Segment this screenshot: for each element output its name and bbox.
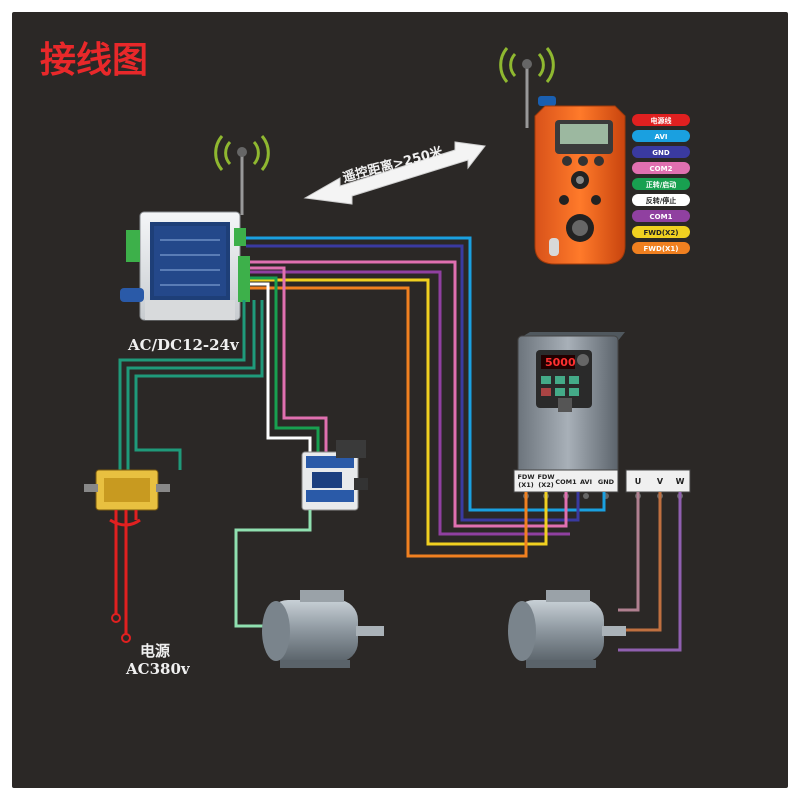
- transformer-icon: [84, 469, 170, 511]
- inverter-terminal-label: COM1: [555, 478, 577, 486]
- legend-label: COM2: [650, 165, 673, 173]
- inverter-terminal-label: FDW: [537, 473, 554, 481]
- legend-label: COM1: [650, 213, 673, 221]
- receiver-power-label: AC/DC12-24v: [127, 336, 240, 354]
- inverter-terminal-label: FDW: [517, 473, 534, 481]
- motor-terminal-label: W: [676, 477, 685, 486]
- inverter-display: 5000: [545, 356, 576, 369]
- mains-label-line2: AC380v: [125, 660, 191, 678]
- motor-terminal-label: U: [635, 477, 642, 486]
- legend-item: AVI: [632, 130, 690, 142]
- legend-item: 电源线: [632, 114, 690, 126]
- legend-label: GND: [652, 149, 670, 157]
- receiver-module: [120, 211, 250, 321]
- mains-wires: [109, 510, 141, 635]
- motor-terminal-label: V: [657, 477, 664, 486]
- motor-icon: [262, 590, 384, 668]
- inverter: 5000: [517, 332, 625, 488]
- remote-controller: [534, 96, 626, 265]
- motor-wires: [618, 492, 682, 652]
- inverter-terminal-label: AVI: [580, 478, 592, 486]
- inverter-terminal-label: GND: [598, 478, 615, 486]
- legend-item: FWD(X2): [632, 226, 690, 238]
- page-title: 接线图: [40, 40, 148, 81]
- legend-item: 正转/启动: [632, 178, 690, 190]
- legend-label: 反转/停止: [646, 196, 677, 205]
- inverter-terminal-label: (X1): [518, 481, 534, 489]
- double-arrow-icon: [303, 141, 486, 205]
- antenna-icon: [499, 47, 555, 128]
- inverter-terminal-label: (X2): [538, 481, 554, 489]
- legend-item: 反转/停止: [632, 194, 690, 206]
- legend-label: FWD(X1): [644, 245, 679, 253]
- power-wires: [118, 300, 264, 470]
- signal-wires: [246, 236, 606, 558]
- legend-label: 电源线: [651, 116, 672, 125]
- legend-item: GND: [632, 146, 690, 158]
- legend-label: 正转/启动: [646, 180, 677, 189]
- legend-label: AVI: [655, 133, 668, 141]
- legend-item: COM1: [632, 210, 690, 222]
- legend-item: FWD(X1): [632, 242, 690, 254]
- antenna-icon: [214, 135, 270, 215]
- legend-item: COM2: [632, 162, 690, 174]
- legend-label: FWD(X2): [644, 229, 679, 237]
- mains-label-line1: 电源: [140, 642, 170, 660]
- contactor-icon: [301, 440, 368, 511]
- contactor-to-motor-wire: [234, 510, 312, 628]
- motor-icon: [508, 590, 626, 668]
